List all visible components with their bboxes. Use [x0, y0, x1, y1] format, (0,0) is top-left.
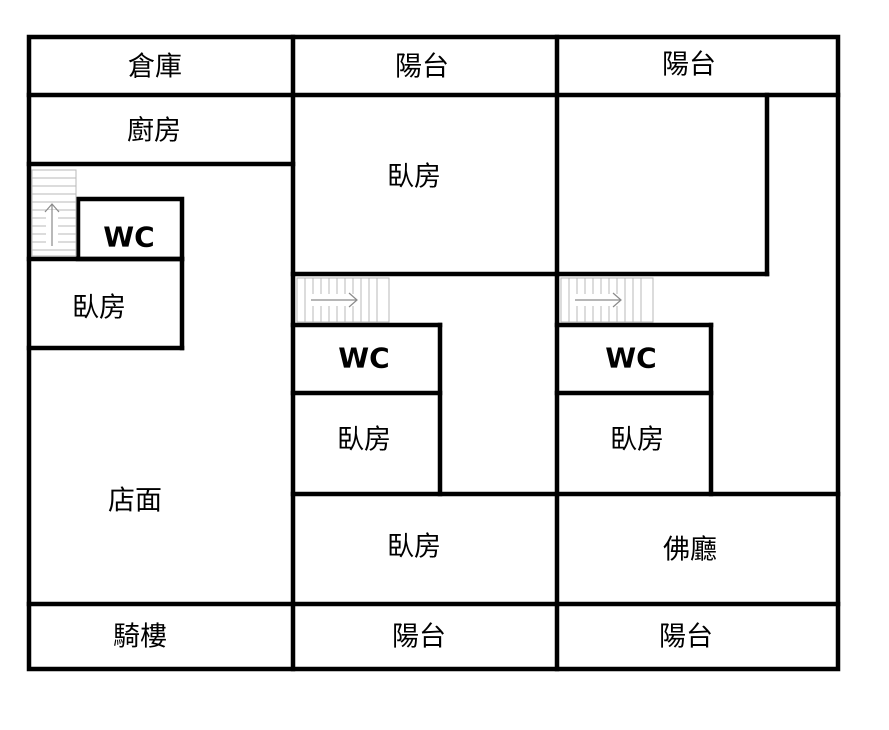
stair-up-left [31, 169, 77, 257]
stair-right-right [560, 277, 654, 323]
label-bedroom-bottom-middle: 臥房 [387, 532, 441, 563]
label-bedroom-right-small: 臥房 [610, 425, 664, 456]
label-storage: 倉庫 [128, 52, 182, 83]
label-balcony-top-middle: 陽台 [395, 52, 449, 83]
room-labels: 倉庫 陽台 陽台 廚房 臥房 WC 臥房 WC WC 臥房 臥房 店面 臥房 佛… [72, 50, 717, 653]
label-wc-left: WC [103, 221, 154, 254]
walls [26, 34, 841, 672]
label-wc-right: WC [605, 342, 656, 375]
label-buddha-hall: 佛廳 [663, 535, 717, 566]
label-kitchen: 廚房 [127, 116, 181, 147]
label-bedroom-left: 臥房 [72, 293, 126, 324]
label-shop: 店面 [108, 486, 162, 517]
label-balcony-bottom-right: 陽台 [659, 622, 713, 653]
label-arcade: 騎樓 [113, 622, 167, 653]
outer-wall [26, 34, 841, 672]
stair-right-middle [296, 277, 390, 323]
label-balcony-top-right: 陽台 [662, 50, 716, 81]
label-balcony-bottom-middle: 陽台 [392, 622, 446, 653]
label-bedroom-top-middle: 臥房 [387, 162, 441, 193]
label-wc-middle: WC [338, 342, 389, 375]
label-bedroom-middle-small: 臥房 [337, 425, 391, 456]
